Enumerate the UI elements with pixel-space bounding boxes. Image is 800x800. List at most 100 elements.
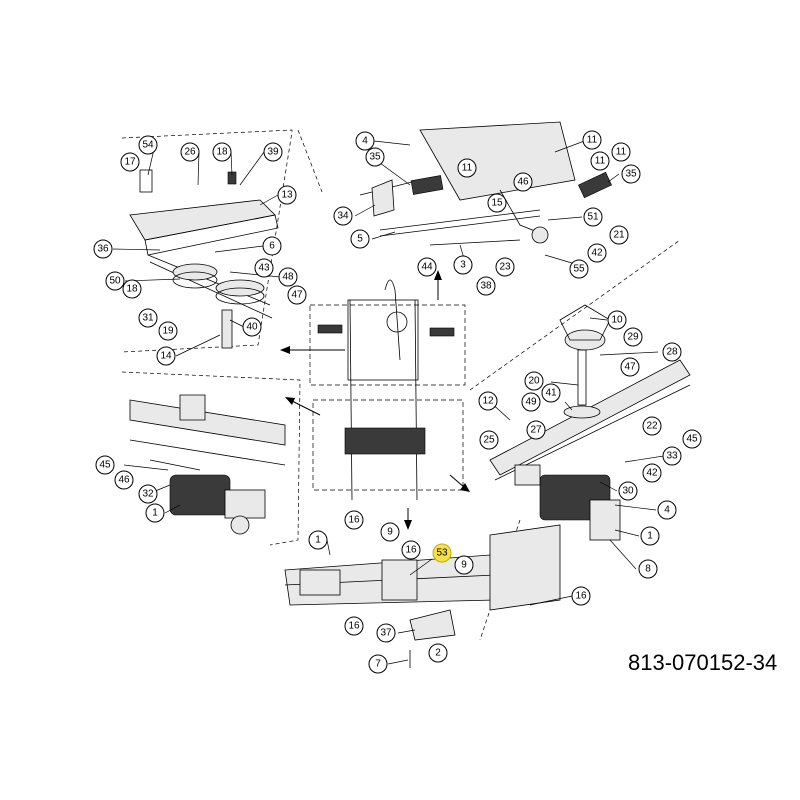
svg-text:1: 1 (315, 535, 321, 546)
svg-text:48: 48 (282, 272, 294, 283)
leader-lines (112, 139, 671, 665)
svg-text:32: 32 (142, 489, 154, 500)
svg-text:8: 8 (645, 564, 651, 575)
right-transaxle-view (489, 304, 691, 541)
callouts-top-left: 54 26 18 39 17 13 36 6 43 50 48 18 47 31… (93, 135, 307, 366)
callout-25: 25 (479, 430, 499, 450)
svg-text:46: 46 (118, 475, 130, 486)
callouts-left: 45 46 32 1 (95, 455, 165, 523)
svg-text:10: 10 (611, 315, 623, 326)
callout-29: 29 (623, 327, 643, 347)
callout-22: 22 (642, 416, 662, 436)
svg-text:44: 44 (421, 262, 433, 273)
svg-text:42: 42 (646, 468, 658, 479)
callout-11b: 11 (611, 142, 631, 162)
svg-text:9: 9 (387, 527, 393, 538)
svg-text:5: 5 (357, 234, 363, 245)
callout-16a: 16 (344, 510, 364, 530)
svg-text:19: 19 (162, 326, 174, 337)
callout-5: 5 (350, 229, 370, 249)
svg-text:6: 6 (269, 241, 275, 252)
svg-text:18: 18 (126, 284, 138, 295)
callout-21: 21 (609, 225, 629, 245)
callout-34: 34 (333, 206, 353, 226)
callout-1c: 1 (308, 530, 328, 550)
callout-28: 28 (662, 342, 682, 362)
callout-45: 45 (95, 455, 115, 475)
svg-text:49: 49 (525, 397, 537, 408)
callout-16d: 16 (344, 616, 364, 636)
callouts-right: 10 29 28 47 20 41 12 49 45 22 25 27 33 4… (478, 310, 702, 579)
svg-text:30: 30 (622, 486, 634, 497)
callout-15: 15 (487, 193, 507, 213)
svg-text:11: 11 (587, 135, 598, 146)
callout-20: 20 (524, 371, 544, 391)
svg-text:47: 47 (291, 290, 303, 301)
overview-view (309, 279, 466, 501)
callout-55: 55 (569, 259, 589, 279)
svg-text:23: 23 (499, 262, 511, 273)
bottom-bracket-view (284, 524, 561, 668)
callout-3: 3 (453, 255, 473, 275)
callout-53-highlighted: 53 (432, 543, 452, 563)
callout-2: 2 (428, 643, 448, 663)
callout-49: 49 (521, 392, 541, 412)
callout-44: 44 (417, 257, 437, 277)
svg-text:26: 26 (184, 147, 196, 158)
svg-text:38: 38 (480, 281, 492, 292)
svg-text:28: 28 (666, 347, 678, 358)
svg-text:11: 11 (462, 163, 473, 174)
callout-19: 19 (158, 321, 178, 341)
document-number: 813-070152-34 (628, 650, 778, 675)
callout-45b: 45 (682, 429, 702, 449)
svg-text:42: 42 (591, 248, 603, 259)
svg-text:22: 22 (646, 421, 658, 432)
callout-50: 50 (105, 271, 125, 291)
callout-7: 7 (368, 654, 388, 674)
svg-text:9: 9 (461, 560, 467, 571)
callout-42a: 42 (587, 243, 607, 263)
svg-text:51: 51 (587, 212, 599, 223)
svg-text:16: 16 (348, 515, 360, 526)
callout-38: 38 (476, 276, 496, 296)
callout-46b: 46 (114, 470, 134, 490)
svg-text:46: 46 (517, 177, 529, 188)
callout-13: 13 (277, 185, 297, 205)
callout-11a: 11 (582, 130, 602, 150)
callout-11c: 11 (590, 151, 610, 171)
callout-37: 37 (376, 623, 396, 643)
svg-text:37: 37 (380, 628, 392, 639)
svg-text:13: 13 (281, 190, 293, 201)
callouts-bottom: 1 16 9 16 53 9 16 16 37 2 7 (308, 510, 591, 674)
callout-12: 12 (478, 391, 498, 411)
callout-1b: 1 (640, 526, 660, 546)
callout-18b: 18 (122, 279, 142, 299)
svg-text:43: 43 (258, 263, 270, 274)
svg-text:21: 21 (613, 230, 625, 241)
callout-26: 26 (180, 142, 200, 162)
svg-text:25: 25 (483, 435, 495, 446)
svg-text:36: 36 (97, 244, 109, 255)
svg-text:34: 34 (337, 211, 349, 222)
callout-36: 36 (93, 239, 113, 259)
svg-text:12: 12 (482, 396, 494, 407)
callout-51: 51 (583, 207, 603, 227)
callout-18: 18 (212, 142, 232, 162)
svg-text:4: 4 (362, 136, 368, 147)
callout-16b: 16 (401, 540, 421, 560)
svg-text:18: 18 (216, 147, 228, 158)
svg-text:1: 1 (647, 531, 653, 542)
svg-text:45: 45 (99, 460, 111, 471)
svg-text:4: 4 (664, 505, 670, 516)
callout-30: 30 (618, 481, 638, 501)
svg-text:47: 47 (624, 362, 636, 373)
callout-35a: 35 (365, 147, 385, 167)
callouts-top-center: 4 11 11 35 11 11 46 35 34 15 51 5 44 3 2… (333, 130, 641, 296)
svg-text:31: 31 (142, 313, 154, 324)
callout-41: 41 (541, 383, 561, 403)
svg-text:15: 15 (491, 198, 503, 209)
callout-47: 47 (287, 285, 307, 305)
svg-text:45: 45 (686, 434, 698, 445)
svg-text:14: 14 (160, 351, 172, 362)
